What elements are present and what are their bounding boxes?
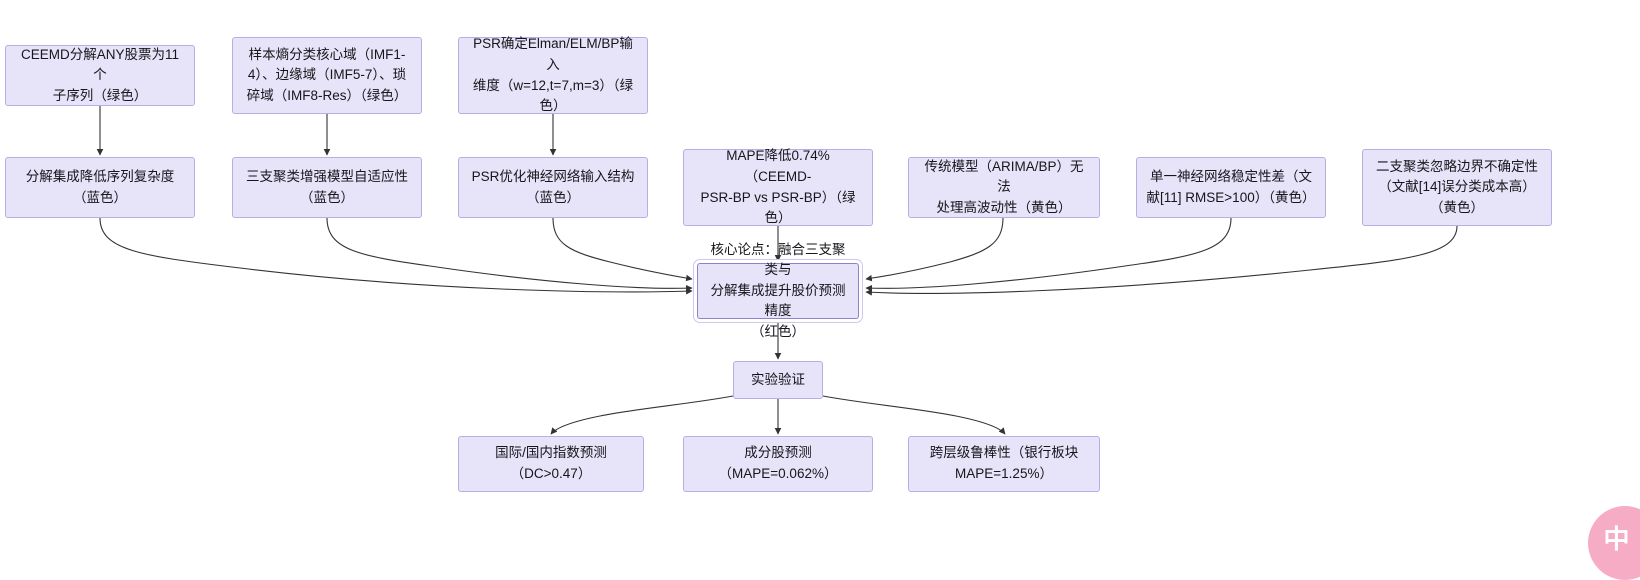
node-cross-level-robustness-result[interactable]: 跨层级鲁棒性（银行板块 MAPE=1.25%） [908, 436, 1100, 492]
edge-n4-core [99, 217, 693, 295]
node-label: 跨层级鲁棒性（银行板块 MAPE=1.25%） [929, 445, 1079, 481]
node-label: 传统模型（ARIMA/BP）无法 处理高波动性（黄色） [924, 158, 1084, 215]
node-label: 成分股预测 （MAPE=0.062%） [718, 445, 838, 481]
watermark-badge: 中 [1588, 506, 1640, 580]
node-label: CEEMD分解ANY股票为11个 子序列（绿色） [20, 46, 180, 103]
node-two-way-clustering-boundary[interactable]: 二支聚类忽略边界不确定性 （文献[14]误分类成本高） （黄色） [1362, 149, 1552, 226]
node-label: PSR优化神经网络输入结构 （蓝色） [471, 168, 635, 205]
node-label: MAPE降低0.74%（CEEMD- PSR-BP vs PSR-BP）（绿 色… [700, 148, 856, 226]
node-label: PSR确定Elman/ELM/BP输入 维度（w=12,t=7,m=3）（绿 色… [472, 36, 634, 114]
node-label: 样本熵分类核心域（IMF1- 4）、边缘域（IMF5-7）、琐 碎域（IMF8-… [246, 46, 408, 103]
node-psr-optimizes-network-structure[interactable]: PSR优化神经网络输入结构 （蓝色） [458, 157, 648, 218]
node-psr-input-dimension[interactable]: PSR确定Elman/ELM/BP输入 维度（w=12,t=7,m=3）（绿 色… [458, 36, 648, 114]
node-core-thesis[interactable]: 核心论点：融合三支聚类与 分解集成提升股价预测精度 （红色） [697, 242, 859, 339]
node-label: 二支聚类忽略边界不确定性 （文献[14]误分类成本高） （黄色） [1376, 158, 1538, 215]
node-label: 单一神经网络稳定性差（文 献[11] RMSE>100）（黄色） [1146, 168, 1316, 205]
node-label: 实验验证 [751, 371, 805, 387]
edge-exp-r3 [822, 395, 1006, 435]
edge-n6-core [552, 217, 693, 282]
node-label: 国际/国内指数预测 （DC>0.47） [495, 445, 607, 481]
node-label: 核心论点：融合三支聚类与 分解集成提升股价预测精度 （红色） [710, 241, 846, 339]
node-sample-entropy-domains[interactable]: 样本熵分类核心域（IMF1- 4）、边缘域（IMF5-7）、琐 碎域（IMF8-… [232, 37, 422, 114]
node-ceemd-decompose[interactable]: CEEMD分解ANY股票为11个 子序列（绿色） [5, 45, 195, 106]
node-label: 分解集成降低序列复杂度 （蓝色） [25, 168, 175, 205]
edge-n10-core [865, 225, 1458, 296]
node-decomposition-reduces-complexity[interactable]: 分解集成降低序列复杂度 （蓝色） [5, 157, 195, 218]
edge-exp-r1 [550, 395, 734, 435]
node-three-way-clustering-adaptivity[interactable]: 三支聚类增强模型自适应性 （蓝色） [232, 157, 422, 218]
node-constituent-stock-result[interactable]: 成分股预测 （MAPE=0.062%） [683, 436, 873, 492]
edge-n8-core [865, 217, 1004, 282]
edge-n5-core [326, 217, 693, 292]
node-mape-reduction[interactable]: MAPE降低0.74%（CEEMD- PSR-BP vs PSR-BP）（绿 色… [683, 148, 873, 226]
node-label: 三支聚类增强模型自适应性 （蓝色） [246, 168, 408, 205]
node-traditional-model-limitation[interactable]: 传统模型（ARIMA/BP）无法 处理高波动性（黄色） [908, 157, 1100, 218]
node-single-network-instability[interactable]: 单一神经网络稳定性差（文 献[11] RMSE>100）（黄色） [1136, 157, 1326, 218]
watermark-label: 中 [1603, 524, 1631, 554]
node-index-prediction-result[interactable]: 国际/国内指数预测 （DC>0.47） [458, 436, 644, 492]
node-experimental-validation[interactable]: 实验验证 [733, 361, 823, 399]
edge-n9-core [865, 217, 1232, 292]
